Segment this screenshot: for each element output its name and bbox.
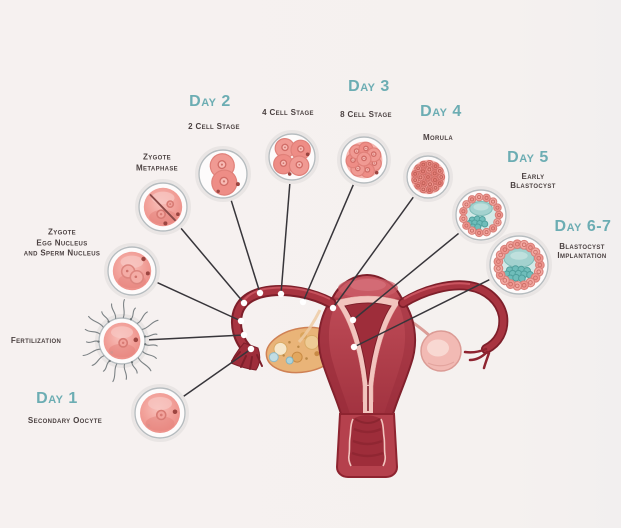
day2-stage-label: 2 Cell Stage [188,121,240,131]
embryo-morula [403,152,453,202]
zygote-label: Zygote Egg Nucleus and Sperm Nucleus [23,227,101,258]
ovary-streak [297,309,322,343]
day6-7-stage-label: Blastocyst Implantation [557,242,607,260]
connector-line-8-cell [302,184,354,303]
pathway-marker-dots [237,289,358,353]
tube-position-dot-day1 [247,345,255,353]
4-cell-stage-label: 4 Cell Stage [262,107,314,117]
day1-stage-label: Secondary Oocyte [27,415,103,425]
connector-line-day5-blastocyst [352,232,460,321]
day4-label: Day 4 [420,103,462,120]
connector-lines [148,183,490,397]
connector-line-metaphase [180,227,245,304]
connector-line-morula [332,196,414,309]
embryo-day1 [131,384,189,442]
tube-position-dot-8-cell [299,298,307,306]
tube-position-dot-morula [329,304,337,312]
right-ovary [420,330,462,372]
zygote-metaphase-label: Zygote Metaphase [135,152,179,173]
day6-7-label: Day 6-7 [554,218,612,235]
embryo-metaphase [135,179,191,235]
connector-line-day1 [183,348,252,397]
day3-label: Day 3 [348,78,390,95]
embryo-stage-circles [82,130,552,442]
embryo-2-cell [195,146,251,202]
tube-position-dot-2-cell [256,289,264,297]
embryo-zygote [104,243,160,299]
day4-stage-label: Morula [422,132,454,142]
day5-stage-label: Early Blastocyst [510,172,556,190]
connector-line-zygote [157,282,242,322]
day5-label: Day 5 [507,149,549,166]
day2-label: Day 2 [189,93,231,110]
tube-position-dot-day67-blastocyst [350,343,358,351]
tube-position-dot-fertilization [240,331,248,339]
uterine-cavity [344,302,392,386]
connector-line-day67-blastocyst [353,279,490,348]
vagina [335,413,399,478]
embryo-day67-blastocyst [486,232,552,298]
embryo-4-cell [265,130,319,184]
tube-position-dot-zygote [237,317,245,325]
tube-position-dot-4-cell [277,290,285,298]
uterus-illustration [230,273,509,478]
day1-label: Day 1 [36,390,78,407]
connector-line-fertilization [148,334,245,341]
tube-position-dot-metaphase [240,299,248,307]
connector-line-2-cell [230,200,261,294]
connector-line-4-cell [280,183,291,295]
embryo-8-cell [337,133,391,187]
tube-position-dot-day5-blastocyst [349,316,357,324]
embryo-day5-blastocyst [452,186,510,244]
embryo-fertilization [82,299,159,383]
right-fimbriae [463,347,491,370]
day3-stage-label: 8 Cell Stage [340,109,392,119]
fertilization-label: Fertilization [10,335,62,345]
right-fallopian-tube [398,280,509,370]
